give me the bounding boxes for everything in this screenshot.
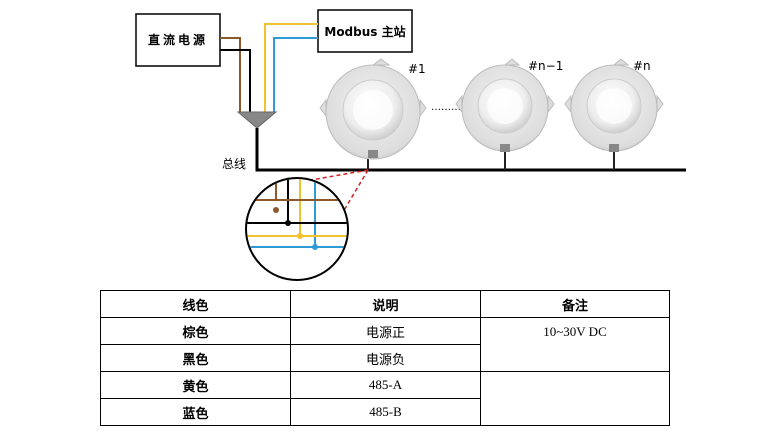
- power-wires: [220, 37, 251, 112]
- wire-color-table: 线色 说明 备注 棕色 电源正 10~30V DC 黑色 电源负 黄色 485-…: [100, 290, 670, 426]
- bus-line: [255, 128, 686, 172]
- black-wire: [220, 49, 251, 112]
- wiring-detail-zoom: [245, 177, 349, 281]
- detector-n-minus-1-label: #n−1: [528, 59, 563, 73]
- ellipsis: ………: [431, 102, 461, 113]
- wiring-diagram: 直流电源 Modbus 主站 总线 #1 ………: [135, 9, 686, 281]
- cell-wire-color: 黄色: [100, 371, 291, 399]
- brown-wire: [220, 37, 241, 112]
- modbus-master-box: Modbus 主站: [317, 9, 413, 53]
- detector-n-minus-1: [455, 58, 555, 152]
- header-wire-color: 线色: [100, 290, 291, 318]
- header-description: 说明: [290, 290, 481, 318]
- wire-merge-funnel: [236, 111, 278, 129]
- header-notes: 备注: [480, 290, 670, 318]
- blue-wire: [273, 37, 318, 112]
- power-supply-label: 直流电源: [148, 32, 208, 47]
- cell-wire-color: 蓝色: [100, 398, 291, 426]
- cell-description: 电源正: [290, 317, 481, 345]
- detector-1-label: #1: [408, 62, 426, 76]
- table-row: 蓝色 485-B: [100, 398, 670, 426]
- bus-label: 总线: [222, 157, 246, 171]
- table-row: 黄色 485-A: [100, 371, 670, 426]
- yellow-wire: [264, 23, 318, 112]
- table-header-row: 线色 说明 备注: [100, 290, 670, 318]
- cell-wire-color: 棕色: [100, 317, 291, 345]
- table-row: 棕色 电源正 10~30V DC: [100, 317, 670, 372]
- detector-n-label: #n: [633, 59, 651, 73]
- power-supply-box: 直流电源: [135, 13, 221, 67]
- cell-note-empty: [480, 371, 670, 426]
- table-row: 黑色 电源负: [100, 344, 670, 372]
- cell-wire-color: 黑色: [100, 344, 291, 372]
- zoom-indicator-lines: [276, 169, 369, 213]
- cell-note-power: 10~30V DC: [480, 317, 670, 372]
- detector-1: [319, 58, 427, 160]
- detector-n: [564, 58, 664, 152]
- cell-description: 电源负: [290, 344, 481, 372]
- cell-description: 485-B: [290, 398, 481, 426]
- cell-description: 485-A: [290, 371, 481, 399]
- modbus-master-label: Modbus 主站: [324, 24, 405, 39]
- bus-wires: [264, 23, 318, 112]
- detector-drops: [367, 150, 615, 170]
